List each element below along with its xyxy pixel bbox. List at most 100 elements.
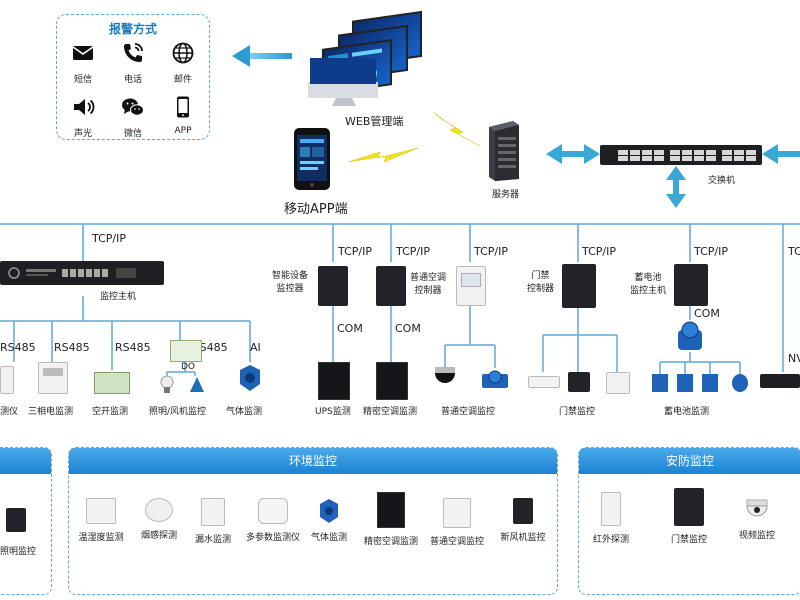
env-item-fresh-air: 新风机监控: [488, 498, 558, 543]
switch-ports-icon: [618, 150, 756, 161]
switch-label: 交换机: [708, 176, 736, 186]
panel-item-label: 普通空调监控: [429, 537, 484, 547]
sensor-label: 门禁监控: [559, 407, 596, 417]
multi-param-device: [258, 498, 288, 524]
alarm-item-label: 电话: [123, 75, 142, 85]
alarm-item-wechat: 微信: [111, 95, 155, 139]
panel-item-label: 漏水监测: [194, 535, 231, 545]
mobile-app-label: 移动APP端: [284, 202, 348, 217]
collector-icon: [678, 321, 702, 350]
gas-detector-device: [236, 364, 264, 392]
env-item-multi-param: 多参数监测仪: [238, 498, 308, 543]
panel-item-label: 精密空调监测: [363, 537, 418, 547]
protocol-label-com: COM: [395, 322, 421, 335]
sensor-label: 测仪: [0, 407, 19, 417]
panel-item-label: 多参数监测仪: [245, 533, 300, 543]
mobile-phone-device: [293, 127, 331, 195]
battery-sensor-device: [652, 374, 668, 392]
panel-item-label: 门禁监控: [670, 535, 707, 545]
sensor-label: 空开监测: [92, 407, 129, 417]
protocol-label-tcpip: TCP/IP: [694, 245, 728, 258]
door-reader-device: [528, 376, 560, 388]
controller-label: 蓄电池 监控主机: [630, 273, 667, 296]
door-reader-device: [568, 372, 590, 392]
precision-ac-device: [377, 492, 405, 528]
web-monitor-cluster: [300, 10, 430, 110]
dome-camera-device: [744, 498, 770, 522]
protocol-label-partial: NV: [788, 352, 800, 365]
controller-label: 门禁 控制器: [527, 271, 555, 294]
fresh-air-controller-device: [513, 498, 533, 524]
sensor-label: 普通空调监控: [441, 407, 496, 417]
sensor-label: 蓄电池监测: [664, 407, 710, 417]
alarm-methods-panel: 报警方式 短信 电话 邮件: [56, 14, 210, 140]
panel-item-label: 新风机监控: [500, 533, 546, 543]
gas-detector-device: [318, 498, 340, 524]
smartphone-icon: [294, 128, 330, 190]
alarm-panel-title: 报警方式: [108, 22, 157, 36]
wireless-lightning-icon: [347, 147, 419, 163]
env-item-normal-ac: 普通空调监控: [422, 498, 492, 547]
speaker-icon: [74, 99, 95, 115]
controller-label: 智能设备 监控器: [272, 271, 309, 294]
monitoring-host-label: 监控主机: [100, 292, 137, 302]
arrow-switch-right: [762, 144, 800, 164]
arrow-switch-trunk: [666, 166, 686, 208]
ac-controller-device: [443, 498, 471, 528]
env-item-smoke: 烟感探测: [124, 498, 194, 541]
camera-icon: [746, 499, 768, 517]
protocol-label-do: DO: [181, 362, 196, 372]
alarm-item-sound-light: 声光: [61, 95, 105, 139]
wechat-icon: [122, 98, 144, 116]
sensor-label: 照明/风机监控: [149, 407, 207, 417]
infrared-detector-device: [601, 492, 621, 526]
exit-button-device: [606, 372, 630, 394]
panel-item-label: 烟感探测: [140, 531, 177, 541]
panel-item-label: 红外探测: [592, 535, 629, 545]
protocol-label-rs485: RS485: [115, 341, 151, 354]
door-controller-device: [562, 264, 596, 308]
bulb-icon: [160, 375, 174, 393]
alarm-item-label: APP: [174, 126, 192, 136]
network-switch-device: [600, 145, 762, 165]
camera-icon: [435, 367, 455, 383]
ac-controller-device: [456, 266, 486, 306]
protocol-label-tcpip: TCP/IP: [92, 232, 126, 245]
gas-sensor-icon: [240, 365, 260, 391]
nvr-device: [760, 374, 800, 388]
globe-icon: [172, 42, 194, 64]
panel-header: 环境监控: [69, 448, 557, 474]
protocol-label-com: COM: [694, 307, 720, 320]
wireless-lightning-icon: [432, 111, 481, 147]
smoke-detector-device: [145, 498, 173, 522]
server-icon: [489, 121, 519, 181]
panel-item-label: 照明监控: [0, 547, 37, 557]
battery-host-device: [674, 264, 708, 306]
leak-detector-device: [201, 498, 225, 526]
phone-icon: [124, 43, 143, 62]
panel-item-label: 视频监控: [738, 531, 775, 541]
alarm-item-label: 声光: [73, 129, 92, 139]
battery-sensor-device: [677, 374, 693, 392]
panel-header: 安防监控: [579, 448, 800, 474]
temp-humidity-device: [86, 498, 116, 524]
sensor-device: [0, 366, 14, 394]
lighting-controller-device: [6, 508, 26, 532]
sensor-label: 精密空调监测: [363, 407, 418, 417]
dome-camera-device: [432, 366, 458, 388]
protocol-label-tcpip: TCP/IP: [474, 245, 508, 258]
breaker-module-device: [94, 372, 130, 394]
protocol-label-rs485: RS485: [54, 341, 90, 354]
lighting-panel-partial: [0, 447, 52, 595]
alarm-item-label: 微信: [123, 129, 142, 139]
web-client-label: WEB管理端: [345, 115, 404, 128]
monitor-icon: [308, 10, 422, 106]
protocol-label-rs485: RS485: [0, 341, 36, 354]
protocol-label-com: COM: [337, 322, 363, 335]
arrow-to-alarm: [232, 45, 292, 67]
env-item-temp-humidity: 温湿度监测: [66, 498, 136, 543]
alarm-item-sms: 短信: [61, 41, 105, 85]
controller-label: 普通空调 控制器: [410, 273, 447, 296]
